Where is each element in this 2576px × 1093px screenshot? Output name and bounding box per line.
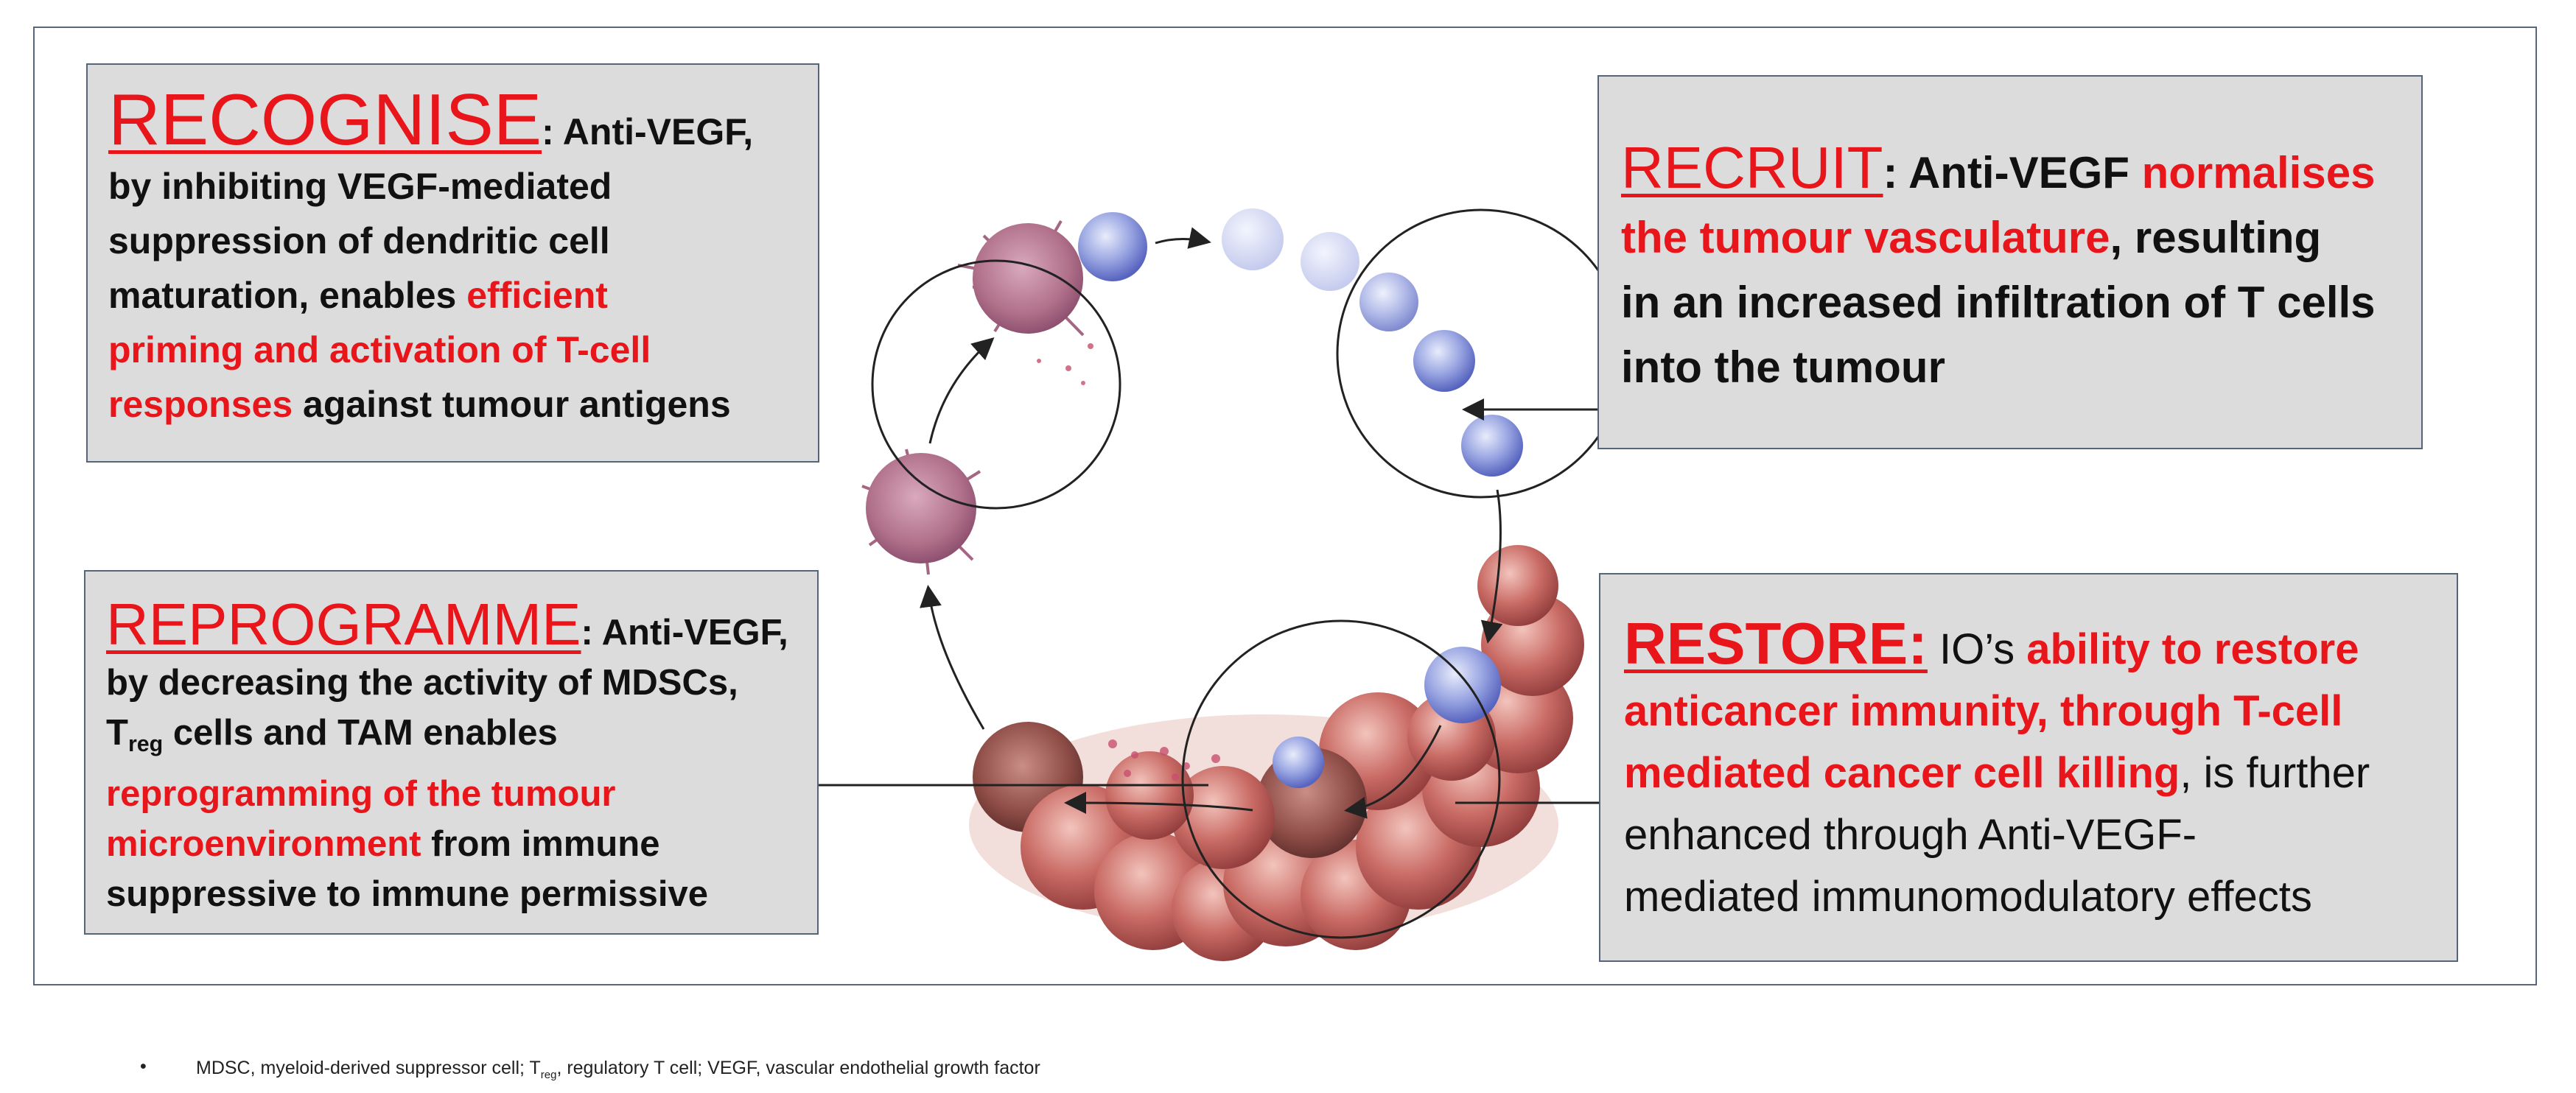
recognise-box: RECOGNISE: Anti-VEGF, by inhibiting VEGF… <box>86 63 819 463</box>
recruit-box: RECRUIT: Anti-VEGF normalises the tumour… <box>1597 75 2423 449</box>
recruit-heading: RECRUIT <box>1621 135 1883 200</box>
dendritic-cell-icon <box>861 220 1085 575</box>
reprogramme-heading: REPROGRAMME <box>106 591 581 657</box>
diagram-frame <box>33 27 2537 985</box>
tumour-cell-icon <box>969 545 1584 961</box>
footnote: • MDSC, myeloid-derived suppressor cell;… <box>140 1056 1040 1081</box>
restore-box: RESTORE: IO’s ability to restore antican… <box>1599 573 2458 962</box>
restore-heading: RESTORE: <box>1624 611 1928 676</box>
cycle-arrow-icon <box>920 227 1503 819</box>
reprogramme-box: REPROGRAMME: Anti-VEGF, by decreasing th… <box>84 570 819 935</box>
footnote-bullet: • <box>140 1056 147 1077</box>
t-cell-icon <box>1078 208 1523 788</box>
recognise-heading: RECOGNISE <box>108 79 542 160</box>
